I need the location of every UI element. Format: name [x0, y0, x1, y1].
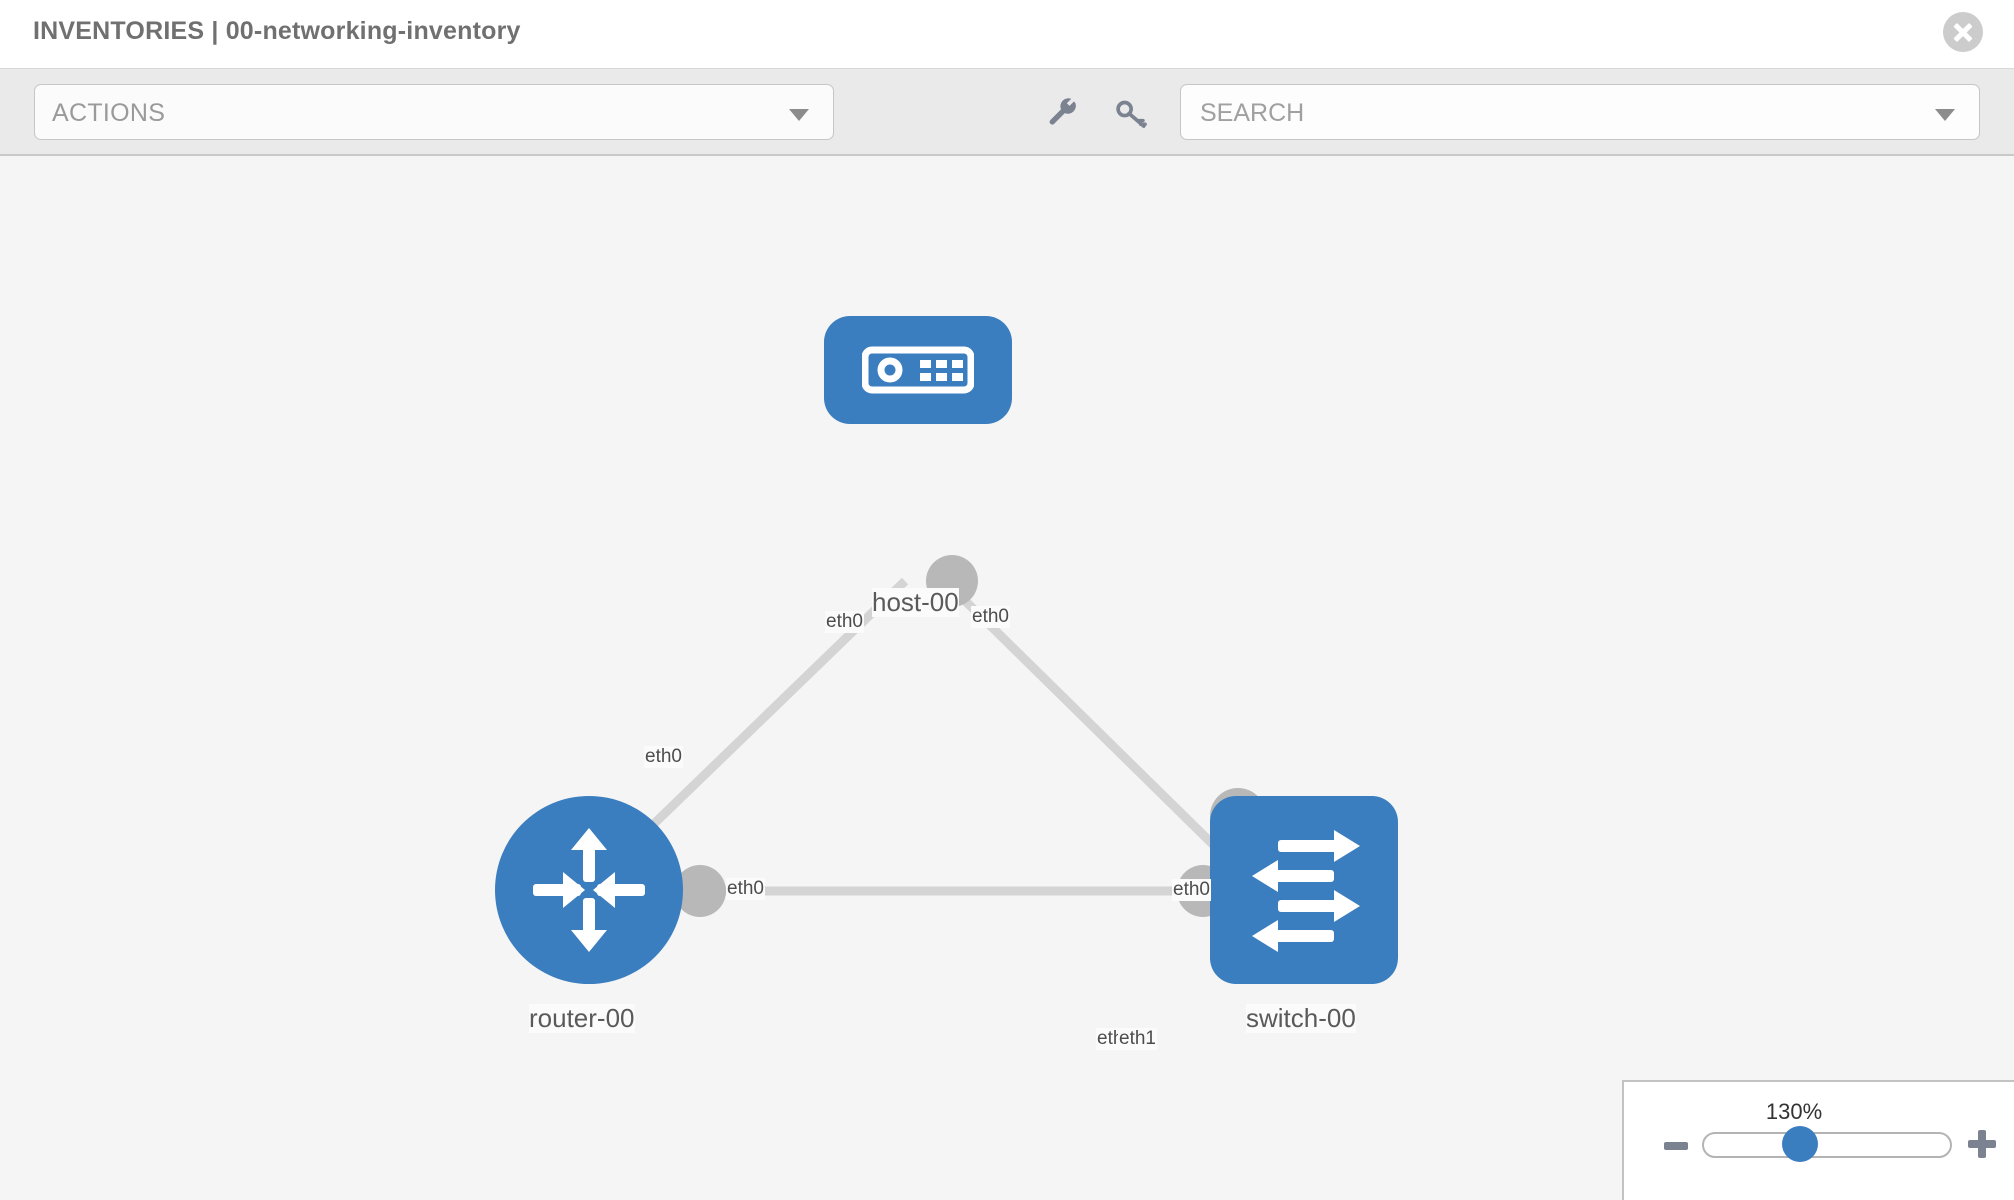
port-label-switch-router: eth1: [1118, 1028, 1157, 1050]
zoom-slider-thumb[interactable]: [1782, 1126, 1818, 1162]
port-label-host-switch: eth0: [971, 606, 1010, 628]
actions-dropdown[interactable]: ACTIONS: [34, 84, 834, 140]
search-box[interactable]: [1180, 84, 1980, 141]
port-label-host-router: eth0: [825, 611, 864, 633]
node-router-00[interactable]: [495, 796, 683, 984]
toolbar: ACTIONS: [0, 68, 2014, 156]
node-switch-00[interactable]: [1210, 796, 1398, 984]
topology-graph: [596, 555, 1266, 917]
node-router-00-shape: [495, 796, 683, 984]
chevron-down-icon: [789, 109, 809, 121]
page-title: INVENTORIES | 00-networking-inventory: [33, 17, 521, 45]
page-header: INVENTORIES | 00-networking-inventory: [0, 0, 2014, 68]
port-label-router-switch: eth0: [726, 878, 765, 900]
plus-icon[interactable]: [1968, 1130, 1996, 1158]
port-label-switch-host: eth0: [1172, 879, 1211, 901]
minus-icon[interactable]: [1664, 1142, 1688, 1150]
topology-edges: [596, 577, 1249, 896]
plus-icon-vertical: [1978, 1130, 1986, 1158]
switch-icon: [1252, 830, 1360, 952]
router-icon: [533, 828, 645, 952]
zoom-level-value: 130%: [1765, 1099, 1823, 1124]
actions-dropdown-label: ACTIONS: [52, 99, 166, 127]
node-switch-00-label: switch-00: [1246, 1003, 1356, 1033]
zoom-control-panel: 130%: [1622, 1080, 2014, 1200]
connector-router-right: [674, 865, 726, 917]
node-host-00-label: host-00: [872, 587, 959, 617]
edge-host-switch: [941, 577, 1249, 880]
node-host-00-shape: [824, 316, 1012, 424]
node-switch-00-shape: [1210, 796, 1398, 984]
node-host-00[interactable]: [824, 316, 1012, 424]
key-icon[interactable]: [1114, 97, 1148, 131]
topology-canvas[interactable]: host-00 eth0 eth0 router-00 eth0 eth0: [0, 156, 2014, 1200]
server-icon: [862, 346, 974, 394]
zoom-slider[interactable]: [1702, 1132, 1952, 1158]
close-icon[interactable]: [1943, 12, 1983, 52]
node-router-00-label: router-00: [529, 1003, 635, 1033]
search-input[interactable]: [1198, 85, 1902, 141]
port-label-router-host: eth0: [644, 746, 683, 768]
wrench-icon[interactable]: [1046, 97, 1080, 131]
chevron-down-icon[interactable]: [1935, 109, 1955, 121]
